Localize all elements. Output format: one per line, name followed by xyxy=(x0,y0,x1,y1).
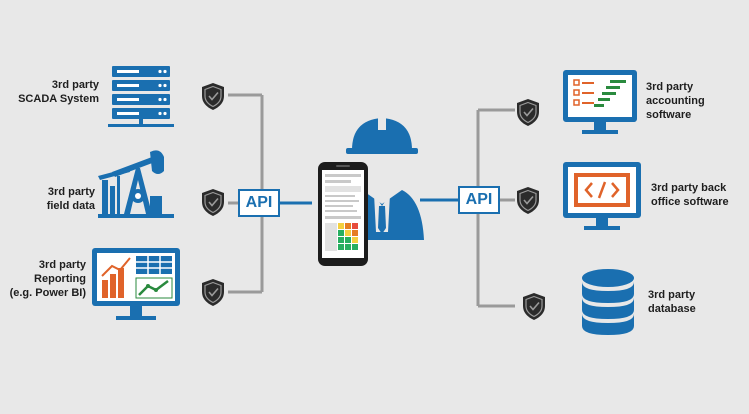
label-scada-system: 3rd party SCADA System xyxy=(18,79,99,105)
label-back-office-software: 3rd party back office software xyxy=(651,182,729,208)
label-field-data: 3rd party field data xyxy=(46,186,95,212)
api-box-left: API xyxy=(238,189,280,217)
server-rack-icon xyxy=(108,66,174,127)
accounting-monitor-icon xyxy=(563,70,637,134)
api-box-right: API xyxy=(458,186,500,214)
reporting-dashboard-icon xyxy=(92,248,180,320)
label-reporting: 3rd party Reporting (e.g. Power BI) xyxy=(9,259,86,299)
label-database: 3rd party database xyxy=(648,289,696,315)
code-monitor-icon xyxy=(563,162,641,230)
database-icon xyxy=(582,269,634,335)
label-accounting-software: 3rd party accounting software xyxy=(646,81,705,121)
oil-pumpjack-icon xyxy=(98,150,174,218)
smartphone-app-icon xyxy=(318,162,368,266)
